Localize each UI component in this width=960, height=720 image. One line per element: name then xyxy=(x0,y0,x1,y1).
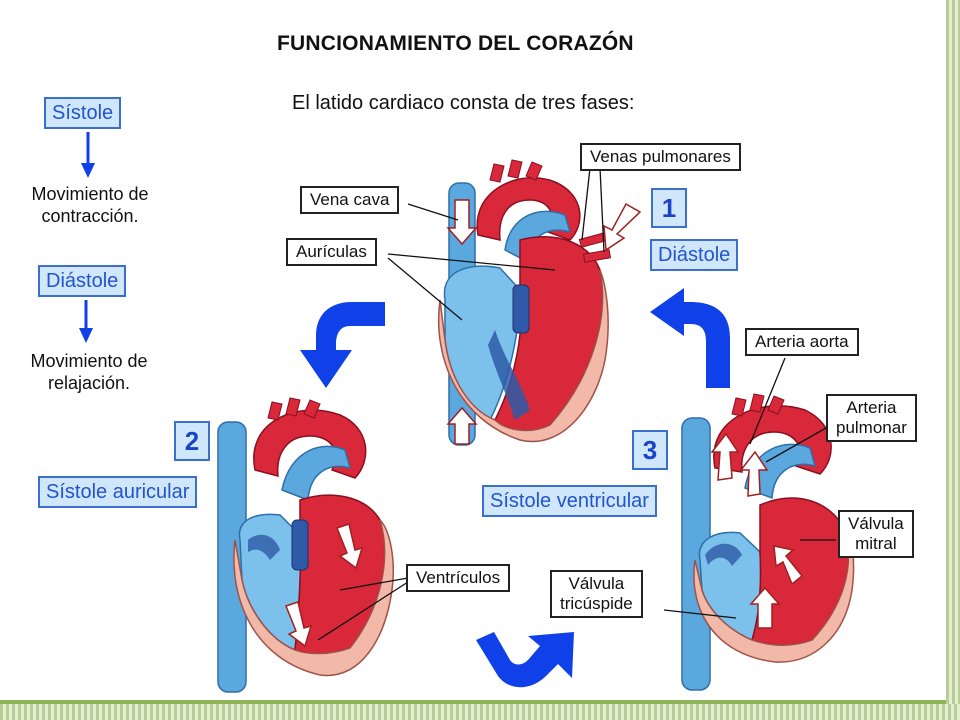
label-arteria-aorta: Arteria aorta xyxy=(745,328,859,356)
phase-1-number: 1 xyxy=(651,188,687,228)
content-panel: FUNCIONAMIENTO DEL CORAZÓN El latido car… xyxy=(0,0,946,704)
cycle-arrow-top-right xyxy=(650,288,730,388)
legend-systole-desc-line2: contracción. xyxy=(41,206,139,226)
label-arteria-pulmonar-line1: Arteria xyxy=(846,398,897,417)
legend-diastole-desc-line2: relajación. xyxy=(47,373,131,393)
leader-lines xyxy=(317,167,836,641)
phase-1-name: Diástole xyxy=(650,239,739,271)
label-arteria-pulmonar: Arteria pulmonar xyxy=(826,394,917,442)
legend-systole-desc-line1: Movimiento de xyxy=(31,184,149,204)
heart-diastole xyxy=(438,159,642,446)
page-subtitle: El latido cardiaco consta de tres fases: xyxy=(292,92,635,114)
phase-2-name: Sístole auricular xyxy=(38,476,198,508)
legend-diastole-desc: Movimiento de relajación. xyxy=(14,350,164,394)
phase-2-number: 2 xyxy=(174,421,210,461)
label-auriculas: Aurículas xyxy=(286,238,377,266)
phase-3-number: 3 xyxy=(632,430,668,470)
page-title: FUNCIONAMIENTO DEL CORAZÓN xyxy=(277,32,634,55)
label-arteria-pulmonar-line2: pulmonar xyxy=(836,418,907,437)
legend-diastole-desc-line1: Movimiento de xyxy=(30,351,148,371)
label-valvula-tricuspide-line1: Válvula xyxy=(568,574,625,593)
bottom-border-stripe xyxy=(0,704,960,720)
legend-systole-arrow xyxy=(81,132,95,178)
heart-atrial-systole xyxy=(217,397,395,693)
legend-diastole-box: Diástole xyxy=(38,265,127,297)
cycle-arrow-bottom xyxy=(476,632,574,688)
label-vena-cava: Vena cava xyxy=(300,186,400,214)
phase-3-name: Sístole ventricular xyxy=(482,485,657,517)
label-venas-pulmonares: Venas pulmonares xyxy=(580,143,741,171)
cycle-arrow-top-left xyxy=(300,302,385,388)
label-valvula-mitral: Válvula mitral xyxy=(838,510,914,558)
heart-cycle-diagram xyxy=(79,132,855,693)
legend-diastole-arrow xyxy=(79,300,93,343)
right-border-stripe xyxy=(946,0,960,720)
heart-ventricular-systole xyxy=(681,393,855,691)
label-valvula-tricuspide: Válvula tricúspide xyxy=(550,570,643,618)
label-valvula-tricuspide-line2: tricúspide xyxy=(560,594,633,613)
label-valvula-mitral-line2: mitral xyxy=(855,534,897,553)
label-valvula-mitral-line1: Válvula xyxy=(848,514,904,533)
legend-systole-desc: Movimiento de contracción. xyxy=(18,183,162,227)
legend-systole-box: Sístole xyxy=(44,97,122,129)
label-ventriculos: Ventrículos xyxy=(406,564,511,592)
